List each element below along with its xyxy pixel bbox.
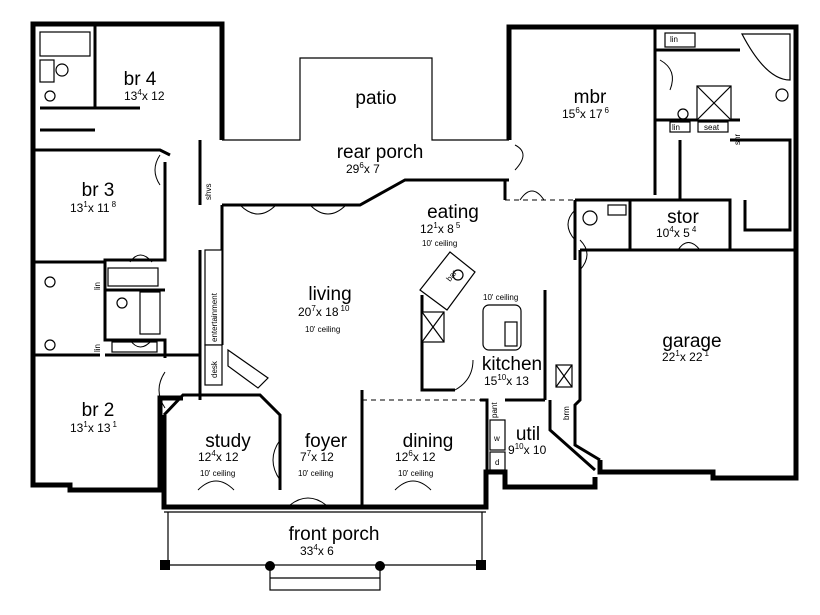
toilet-icon — [55, 63, 69, 77]
small-labels: lin lin seat shr shvs lin lin entertainm… — [93, 35, 742, 467]
label-shr-mbr: shr — [733, 134, 742, 145]
room-dining-name: dining — [403, 431, 454, 452]
room-study-dim: 124x 12 — [198, 449, 239, 464]
sink-icon — [44, 276, 56, 288]
label-shvs: shvs — [204, 184, 213, 200]
room-util-name: util — [516, 424, 540, 445]
sink-icon — [44, 339, 56, 351]
room-eating-note: 10' ceiling — [422, 239, 457, 248]
room-living-note: 10' ceiling — [305, 325, 340, 334]
room-kitchen-note: 10' ceiling — [483, 293, 518, 302]
room-study-note: 10' ceiling — [200, 469, 235, 478]
toilet-icon — [116, 297, 128, 309]
sink-icon — [775, 88, 789, 102]
label-pant: pant — [490, 402, 499, 418]
room-eating-name: eating — [427, 202, 479, 223]
room-foyer-name: foyer — [305, 431, 348, 452]
room-rear-porch-dim: 296x 7 — [346, 161, 380, 176]
sink-icon — [44, 90, 56, 102]
room-study-name: study — [205, 431, 251, 452]
sink-icon — [452, 269, 464, 281]
room-rear-porch-name: rear porch — [337, 142, 424, 163]
label-lin-br2: lin — [93, 344, 102, 352]
room-living-name: living — [308, 284, 351, 305]
room-garage-name: garage — [662, 331, 721, 352]
room-kitchen-name: kitchen — [482, 354, 542, 375]
label-washer: w — [493, 434, 500, 443]
exterior-walls — [30, 21, 799, 510]
fixtures — [39, 31, 791, 591]
room-foyer-dim: 77x 12 — [300, 449, 334, 464]
room-br4-name: br 4 — [124, 69, 157, 90]
room-foyer-note: 10' ceiling — [298, 469, 333, 478]
bar-island — [419, 251, 476, 311]
room-front-porch-dim: 334x 6 — [300, 543, 334, 558]
room-stor-name: stor — [667, 207, 699, 228]
label-brm: brm — [562, 406, 571, 420]
room-util-dim: 910x 10 — [508, 442, 547, 457]
label-lin-mbr-2: lin — [672, 123, 680, 132]
bathtub-br4 — [39, 31, 91, 57]
label-seat: seat — [704, 123, 720, 132]
label-desk: desk — [210, 360, 219, 378]
fireplace-icon — [227, 348, 269, 389]
room-br3-name: br 3 — [82, 180, 115, 201]
bathtub-br3 — [139, 291, 161, 335]
doors — [129, 59, 701, 506]
label-dryer: d — [495, 458, 499, 467]
label-lin-mbr: lin — [670, 35, 678, 44]
corner-tub-icon — [741, 33, 791, 81]
room-patio-name: patio — [355, 88, 396, 109]
room-kitchen-dim: 1510x 13 — [484, 373, 529, 388]
room-br2-name: br 2 — [82, 400, 115, 421]
room-dining-note: 10' ceiling — [398, 469, 433, 478]
label-entertainment: entertainment — [210, 292, 219, 342]
toilet-icon — [677, 108, 689, 120]
label-lin-br3: lin — [93, 282, 102, 290]
room-dining-dim: 126x 12 — [395, 449, 436, 464]
toilet-icon — [582, 210, 598, 226]
room-front-porch-name: front porch — [289, 524, 380, 545]
room-mbr-name: mbr — [574, 87, 607, 108]
room-br4-dim: 134x 12 — [124, 88, 165, 103]
